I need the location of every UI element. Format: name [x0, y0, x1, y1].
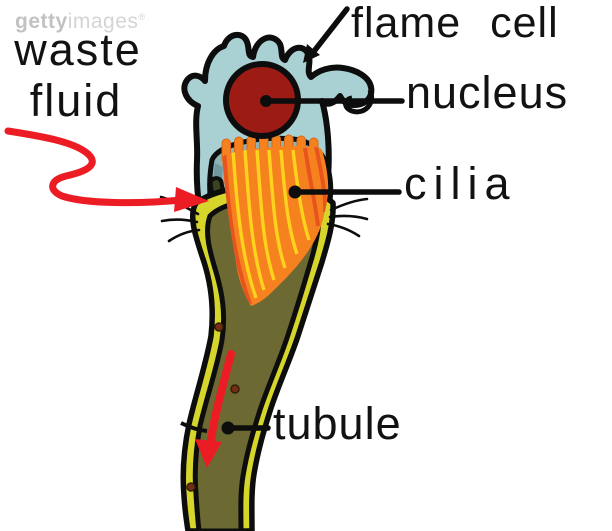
cilia-stripes — [222, 146, 328, 305]
watermark-getty: getty — [15, 10, 68, 33]
waste-fluid-label-line2: fluid — [29, 75, 123, 126]
flame-cell-label: flame cell — [351, 0, 559, 47]
registered-mark: ® — [138, 12, 146, 22]
waste-fluid-arrowhead — [174, 187, 209, 212]
waste-fluid-label-line1: waste — [14, 24, 142, 75]
cilia-leader-line — [288, 185, 402, 199]
cilia-bundle — [221, 134, 329, 306]
waste-fluid-arrow — [4, 127, 209, 212]
watermark-images: images — [67, 10, 139, 33]
nucleus-label: nucleus — [406, 67, 569, 118]
gettyimages-watermark: gettyimages® — [15, 10, 146, 34]
tubule-label: tubule — [273, 398, 402, 449]
tubule-cell-seam — [180, 421, 208, 433]
tubule-shape — [180, 182, 336, 531]
leader-lines — [221, 6, 405, 435]
flow-arrowhead — [195, 439, 222, 468]
cilia-label: cilia — [404, 158, 517, 209]
nucleus-leader-line — [260, 95, 405, 107]
tubule-wall-nuclei-dots — [186, 322, 240, 492]
tubule-leader-line — [221, 421, 271, 435]
flow-direction-arrow — [195, 350, 235, 468]
flame-cell-arrow — [303, 6, 350, 63]
